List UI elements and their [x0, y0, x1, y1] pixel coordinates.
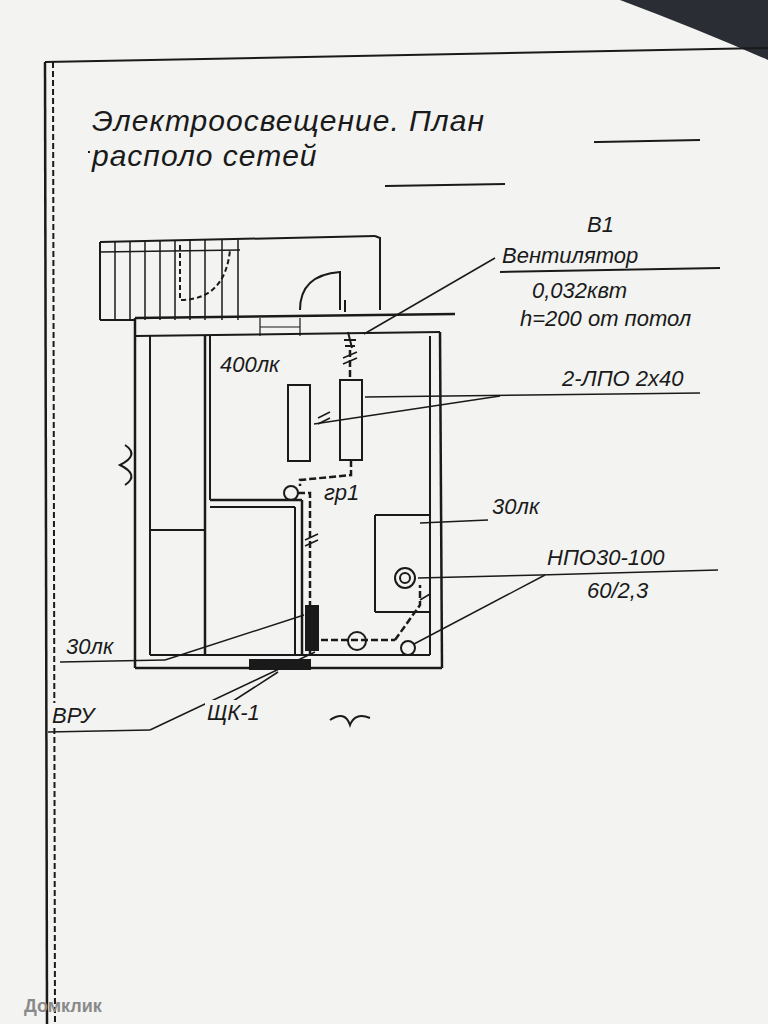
panel-label: ЩК-1 [205, 700, 262, 725]
watermark: Домклик [22, 996, 104, 1017]
power-rating: 0,032квт [530, 278, 629, 303]
luminaire-type: НПО30-100 [545, 545, 666, 570]
mounting-height: h=200 от потол [518, 306, 693, 331]
group-label: гр1 [322, 480, 361, 505]
callout-id: В1 [585, 212, 616, 237]
illuminance-value: 30лк [490, 494, 541, 519]
illuminance-value: 30лк [64, 634, 115, 659]
illuminance-value: 400лк [218, 352, 282, 377]
luminaire-type: 2-ЛПО 2х40 [560, 366, 686, 391]
panel-label: ВРУ [50, 703, 96, 728]
plan-title: Электроосвещение. План располо сетей [90, 104, 594, 173]
equipment-name: Вентилятор [500, 243, 640, 268]
ink [45, 48, 768, 1024]
lamp-count: 60/2,3 [585, 578, 650, 603]
